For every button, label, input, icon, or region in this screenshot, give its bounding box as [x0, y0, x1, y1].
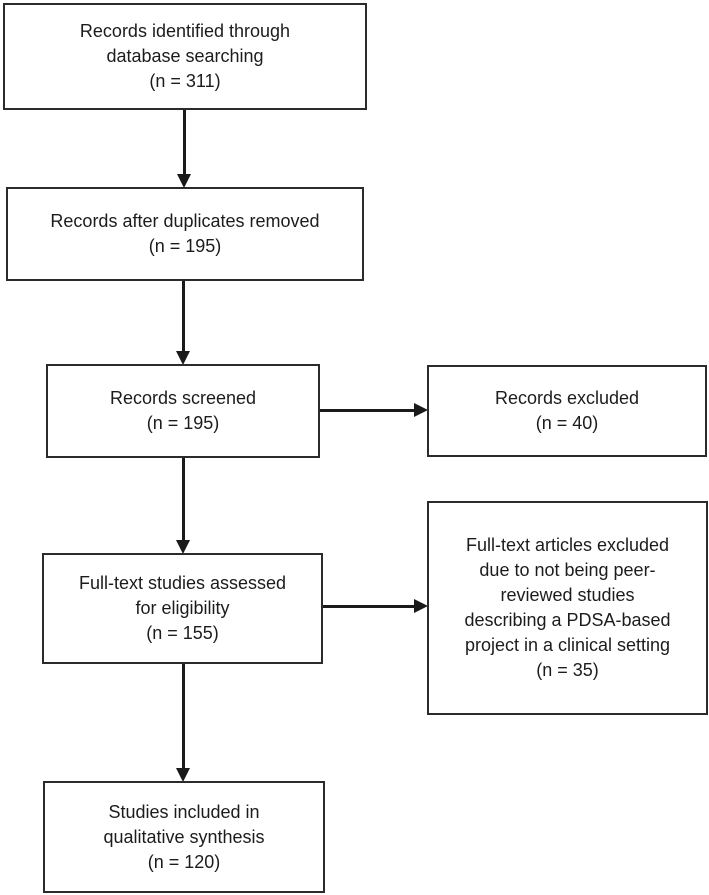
box-count-line: (n = 120)	[147, 851, 221, 872]
box-text-line: database searching	[106, 46, 264, 66]
box-fulltext-articles-excluded: Full-text articles excluded due to not b…	[427, 501, 708, 715]
box-text-line: Full-text studies assessed	[78, 573, 287, 593]
box-text-line: Records after duplicates removed	[50, 211, 320, 231]
box-text-line: Studies included in	[108, 801, 260, 822]
box-records-identified: Records identified through database sear…	[3, 3, 367, 110]
arrowhead-down-icon	[176, 768, 190, 782]
box-text-line: due to not being peer-	[479, 560, 656, 580]
arrow-line	[320, 408, 414, 412]
box-records-excluded: Records excluded (n = 40)	[427, 365, 707, 457]
box-count-line: (n = 195)	[148, 236, 222, 256]
box-count-line: (n = 155)	[146, 623, 219, 643]
down-arrow	[176, 281, 190, 365]
arrowhead-right-icon	[414, 403, 428, 417]
arrowhead-down-icon	[176, 540, 190, 554]
box-fulltext-studies-assessed: Full-text studies assessed for eligibili…	[42, 553, 323, 664]
arrow-line	[181, 281, 185, 351]
box-text-line: for eligibility	[135, 598, 230, 618]
right-arrow	[323, 599, 428, 613]
box-text-line: Records screened	[109, 388, 257, 408]
box-studies-included: Studies included in qualitative synthesi…	[43, 781, 325, 893]
box-text-line: Records identified through	[79, 21, 291, 41]
down-arrow	[176, 664, 190, 782]
box-count-line: (n = 311)	[149, 71, 221, 91]
box-text-line: qualitative synthesis	[103, 826, 265, 847]
arrowhead-down-icon	[176, 351, 190, 365]
right-arrow	[320, 403, 428, 417]
box-count-line: (n = 40)	[535, 413, 599, 433]
arrow-line	[323, 604, 414, 608]
box-text-line: Records excluded	[494, 388, 640, 408]
box-text-line: project in a clinical setting	[464, 635, 671, 655]
arrow-line	[182, 110, 186, 174]
box-text-line: Full-text articles excluded	[465, 535, 670, 555]
box-records-screened: Records screened (n = 195)	[46, 364, 320, 458]
arrow-line	[181, 664, 185, 768]
down-arrow	[177, 110, 191, 188]
box-count-line: (n = 35)	[536, 660, 599, 680]
box-text-line: describing a PDSA-based	[464, 610, 671, 630]
box-text-line: reviewed studies	[500, 585, 635, 605]
down-arrow	[176, 458, 190, 554]
arrowhead-right-icon	[414, 599, 428, 613]
box-count-line: (n = 195)	[146, 413, 220, 433]
box-records-after-duplicates-removed: Records after duplicates removed (n = 19…	[6, 187, 364, 281]
arrowhead-down-icon	[177, 174, 191, 188]
arrow-line	[181, 458, 185, 540]
